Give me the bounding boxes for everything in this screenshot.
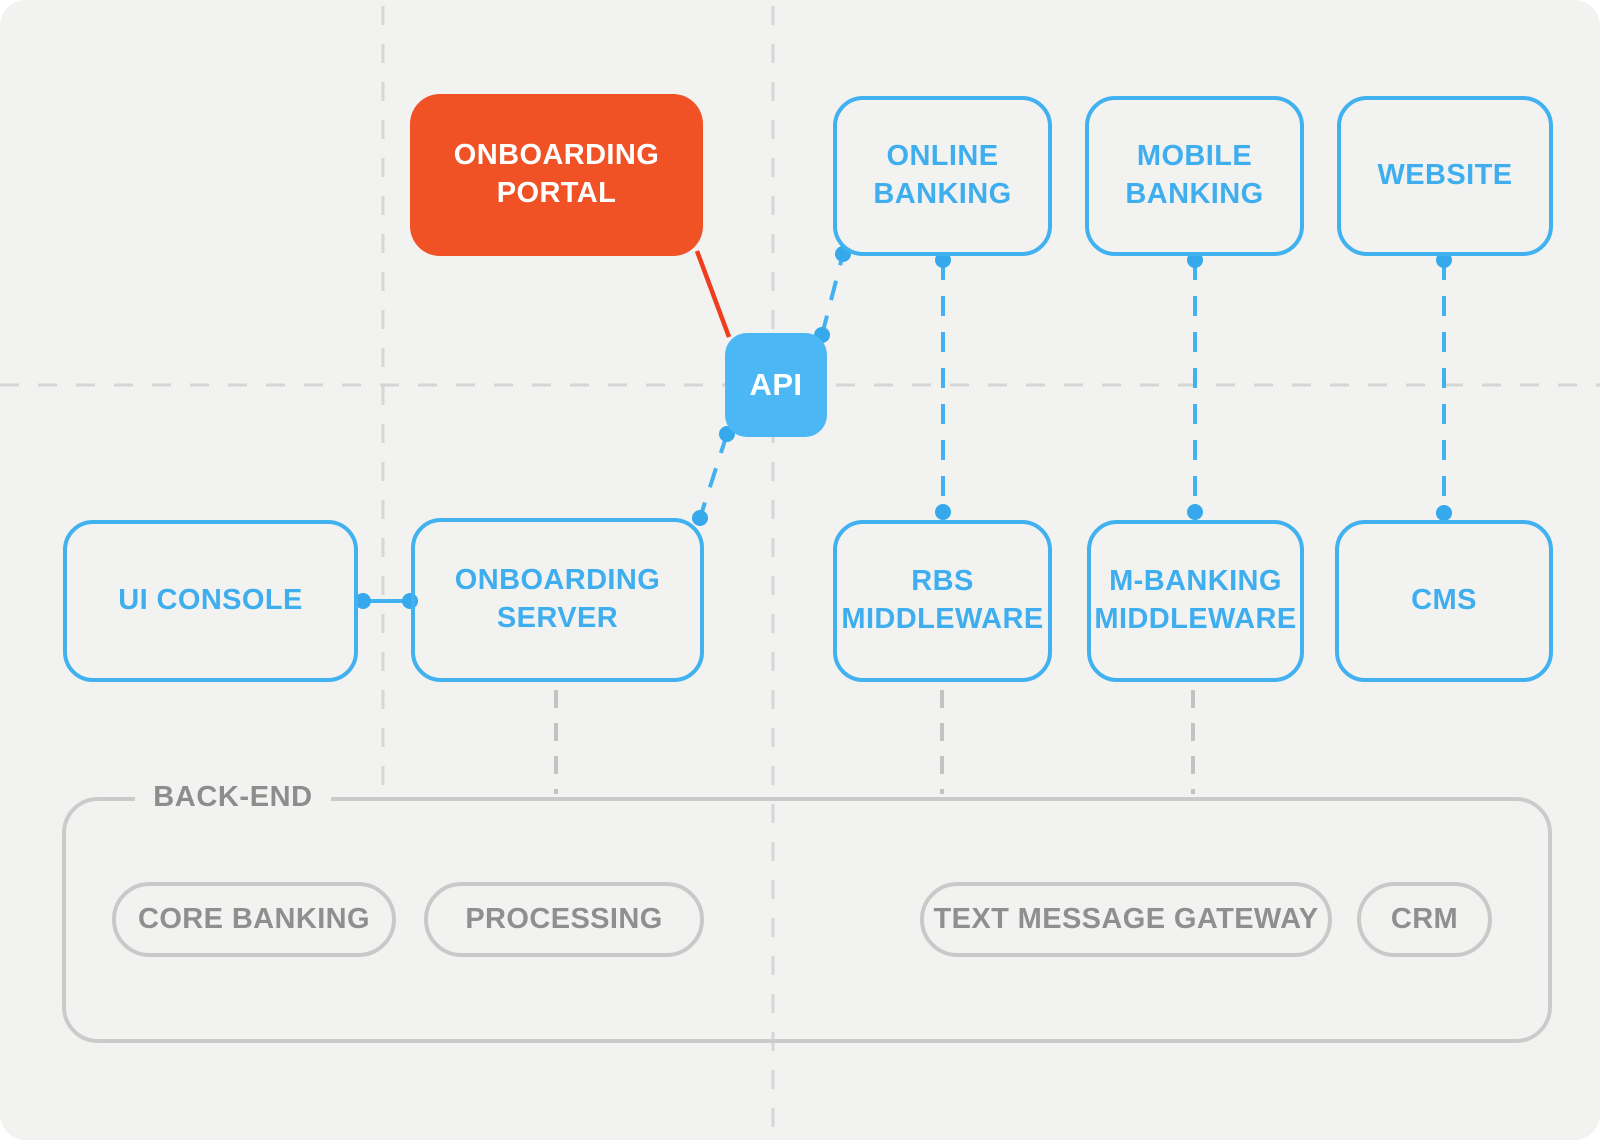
node-website-label: WEBSITE xyxy=(1377,159,1513,192)
node-ui-console-label: UI CONSOLE xyxy=(118,584,303,617)
node-mbanking-middleware-label: M-BANKING MIDDLEWARE xyxy=(1094,565,1297,635)
node-onboarding-server-label: ONBOARDING SERVER xyxy=(454,564,661,634)
node-mobile-banking-label: MOBILE BANKING xyxy=(1125,140,1264,210)
node-cms: CMS xyxy=(1335,520,1553,682)
pill-text-message-gateway: TEXT MESSAGE GATEWAY xyxy=(920,882,1332,957)
pill-core-banking-label: CORE BANKING xyxy=(138,903,370,935)
node-rbs-middleware: RBS MIDDLEWARE xyxy=(833,520,1052,682)
edge-api-onboarding-server xyxy=(698,433,729,519)
node-rbs-middleware-label: RBS MIDDLEWARE xyxy=(841,565,1044,635)
node-online-banking-label: ONLINE BANKING xyxy=(873,140,1012,210)
node-online-banking: ONLINE BANKING xyxy=(833,96,1052,256)
edge-api-online-banking xyxy=(820,253,845,336)
pill-crm-label: CRM xyxy=(1390,903,1459,935)
node-onboarding-portal: ONBOARDING PORTAL xyxy=(410,94,703,256)
node-onboarding-portal-label: ONBOARDING PORTAL xyxy=(453,139,660,209)
pill-processing: PROCESSING xyxy=(424,882,704,957)
backend-group-box xyxy=(62,797,1552,1043)
node-website: WEBSITE xyxy=(1337,96,1553,256)
pill-crm: CRM xyxy=(1357,882,1492,957)
pill-core-banking: CORE BANKING xyxy=(112,882,396,957)
backend-label-gap xyxy=(135,793,331,806)
node-mbanking-middleware: M-BANKING MIDDLEWARE xyxy=(1087,520,1304,682)
node-ui-console: UI CONSOLE xyxy=(63,520,358,682)
node-api-label: API xyxy=(749,366,803,402)
node-cms-label: CMS xyxy=(1411,584,1477,617)
edge-portal-api xyxy=(694,250,732,338)
node-api: API xyxy=(725,333,827,437)
backend-group-label: BACK-END xyxy=(153,781,313,813)
pill-processing-label: PROCESSING xyxy=(465,903,663,935)
node-mobile-banking: MOBILE BANKING xyxy=(1085,96,1304,256)
pill-text-message-gateway-label: TEXT MESSAGE GATEWAY xyxy=(933,903,1319,935)
node-onboarding-server: ONBOARDING SERVER xyxy=(411,518,704,682)
